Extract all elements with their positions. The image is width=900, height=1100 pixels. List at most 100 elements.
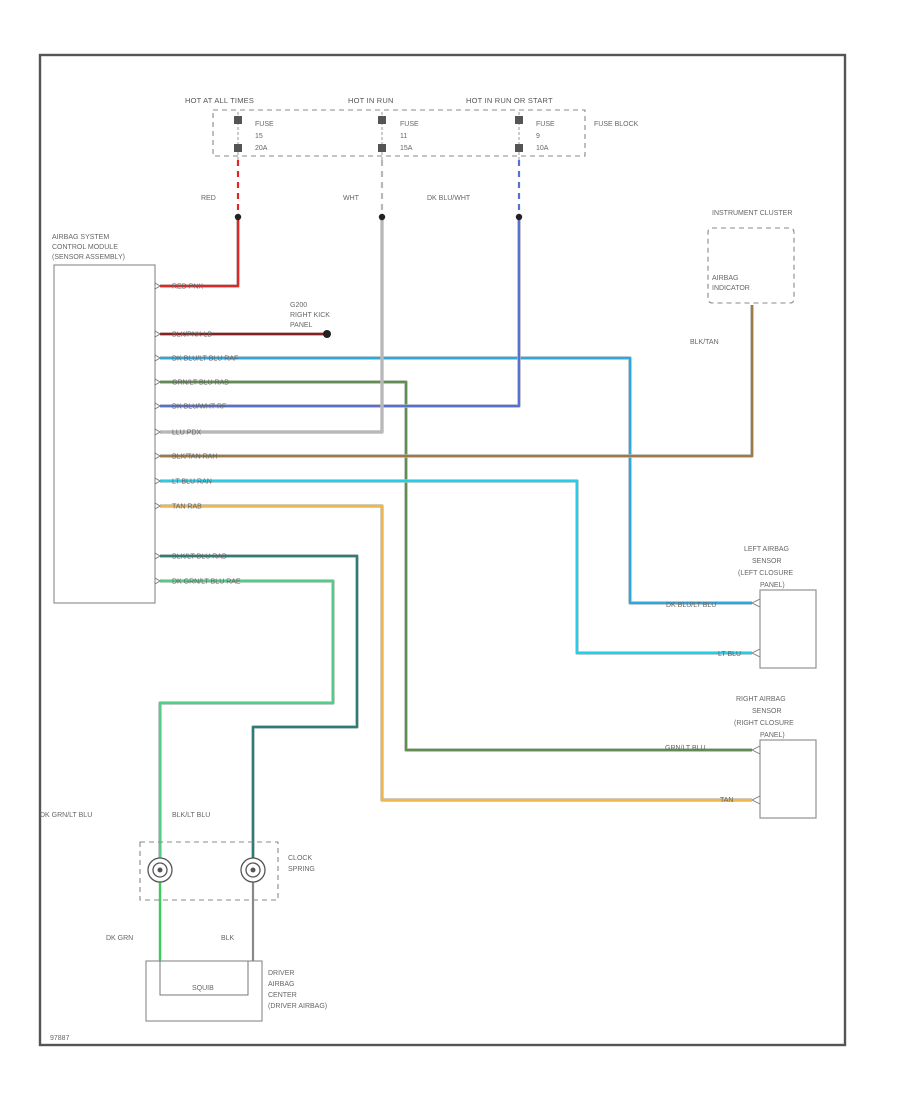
wire-shadow-3 xyxy=(160,380,752,752)
clockspring-box xyxy=(139,841,279,901)
wire-7 xyxy=(160,479,752,655)
label-fuse-block: FUSE BLOCK xyxy=(594,121,639,128)
sensor-pin-2 xyxy=(751,745,761,755)
wire-10 xyxy=(158,579,335,858)
wire-8 xyxy=(160,504,752,802)
wire-3 xyxy=(160,380,752,752)
wire-layer xyxy=(158,160,761,961)
ground-symbol xyxy=(323,330,331,338)
clockspring-title-2: SPRING xyxy=(288,866,315,873)
wire-shadow-5 xyxy=(160,217,384,434)
module-pin-1 xyxy=(154,330,161,338)
left-sensor-title-3: (LEFT CLOSURE xyxy=(738,570,793,577)
splice-dot-2 xyxy=(515,213,523,221)
wire-5 xyxy=(160,217,384,434)
module-pin-label-8: TAN RAB xyxy=(172,504,202,511)
module-pin-label-1: BLK/PNK LB xyxy=(172,332,212,339)
module-pin-label-5: LLU PDX xyxy=(172,430,202,437)
wire-9 xyxy=(160,554,359,858)
wire-shadow-0 xyxy=(160,217,240,288)
module-pin-3 xyxy=(154,378,161,386)
module-pin-7 xyxy=(154,477,161,485)
left-sensor-wire-1: DK BLU/LT BLU xyxy=(666,602,716,609)
label-hot-all-times: HOT AT ALL TIMES xyxy=(185,96,254,105)
sensor-pin-0 xyxy=(751,598,761,608)
wire-0 xyxy=(160,217,240,288)
control-module-title-2: CONTROL MODULE xyxy=(52,244,118,251)
module-pin-10 xyxy=(154,577,161,585)
airbag-control-module xyxy=(53,264,156,604)
module-pin-4 xyxy=(154,402,161,410)
right-airbag-sensor xyxy=(759,739,817,819)
left-airbag-sensor xyxy=(759,589,817,669)
fuse-15-rating: 20A xyxy=(255,145,268,152)
module-pin-6 xyxy=(154,452,161,460)
module-pin-label-4: DK BLU/WHT RF xyxy=(172,404,226,411)
control-module-title-1: AIRBAG SYSTEM xyxy=(52,234,109,241)
control-module-title-3: (SENSOR ASSEMBLY) xyxy=(52,254,125,261)
module-pin-label-6: BLK/TAN RAH xyxy=(172,454,217,461)
left-sensor-title-4: PANEL) xyxy=(760,582,785,589)
module-pin-9 xyxy=(154,552,161,560)
left-sensor-title-1: LEFT AIRBAG xyxy=(744,546,789,553)
label-hot-in-run-start: HOT IN RUN OR START xyxy=(466,96,553,105)
module-pin-label-0: RED PNK xyxy=(172,284,203,291)
squib-label: SQUIB xyxy=(192,985,214,992)
fuse-9-rating: 10A xyxy=(536,145,549,152)
module-pin-2 xyxy=(154,354,161,362)
module-pin-5 xyxy=(154,428,161,436)
fuse-11-rating: 15A xyxy=(400,145,413,152)
right-sensor-wire-1: GRN/LT BLU xyxy=(665,745,706,752)
wire-6 xyxy=(160,305,754,458)
label-hot-in-run: HOT IN RUN xyxy=(348,96,394,105)
fuse-block-outline xyxy=(212,109,586,157)
airbag-indicator-label: AIRBAG xyxy=(712,275,738,282)
left-sensor-wire-2: LT BLU xyxy=(718,651,741,658)
figure-id: 97887 xyxy=(50,1035,70,1042)
squib-element xyxy=(159,961,249,996)
driver-airbag-box xyxy=(145,960,263,1022)
wire-4 xyxy=(160,217,521,408)
diagram-frame xyxy=(38,53,847,1047)
sensor-pin-3 xyxy=(751,795,761,805)
clockspring-out-right: BLK xyxy=(221,935,235,942)
driver-airbag-title-4: (DRIVER AIRBAG) xyxy=(268,1003,327,1010)
ground-label-2: RIGHT KICK xyxy=(290,312,330,319)
clockspring-out-left: DK GRN xyxy=(106,935,133,942)
wire-label-blk-tan: BLK/TAN xyxy=(690,339,719,346)
fuse-9-label: FUSE xyxy=(536,121,555,128)
driver-airbag-title-3: CENTER xyxy=(268,992,297,999)
wire-label-red: RED xyxy=(201,195,216,202)
instrument-cluster-title: INSTRUMENT CLUSTER xyxy=(712,210,792,217)
clockspring-wire-left: DK GRN/LT BLU xyxy=(40,812,92,819)
airbag-indicator-label-2: INDICATOR xyxy=(712,285,750,292)
right-sensor-wire-2: TAN xyxy=(720,797,733,804)
sensor-pin-1 xyxy=(751,648,761,658)
ground-label-3: PANEL xyxy=(290,322,313,329)
fuse-15: FUSE 15 20A xyxy=(234,112,274,160)
fuse-15-number: 15 xyxy=(255,133,263,140)
module-pin-label-7: LT BLU RAN xyxy=(172,479,212,486)
splice-dot-1 xyxy=(378,213,386,221)
driver-airbag-title-2: AIRBAG xyxy=(268,981,294,988)
clockspring-coil-left xyxy=(147,857,173,883)
right-sensor-title-1: RIGHT AIRBAG xyxy=(736,696,786,703)
wire-label-dk-blu-wht: DK BLU/WHT xyxy=(427,195,471,202)
right-sensor-title-3: (RIGHT CLOSURE xyxy=(734,720,794,727)
right-sensor-title-4: PANEL) xyxy=(760,732,785,739)
wire-shadow-4 xyxy=(160,217,521,408)
fuse-9-number: 9 xyxy=(536,133,540,140)
clockspring-title-1: CLOCK xyxy=(288,855,312,862)
fuse-15-label: FUSE xyxy=(255,121,274,128)
wire-label-wht: WHT xyxy=(343,195,360,202)
left-sensor-title-2: SENSOR xyxy=(752,558,782,565)
instrument-cluster-box xyxy=(707,227,795,304)
fuse-9: FUSE 9 10A xyxy=(515,112,555,160)
module-pin-8 xyxy=(154,502,161,510)
module-pin-0 xyxy=(154,282,161,290)
wire-2 xyxy=(160,356,752,605)
fuse-11-label: FUSE xyxy=(400,121,419,128)
right-sensor-title-2: SENSOR xyxy=(752,708,782,715)
